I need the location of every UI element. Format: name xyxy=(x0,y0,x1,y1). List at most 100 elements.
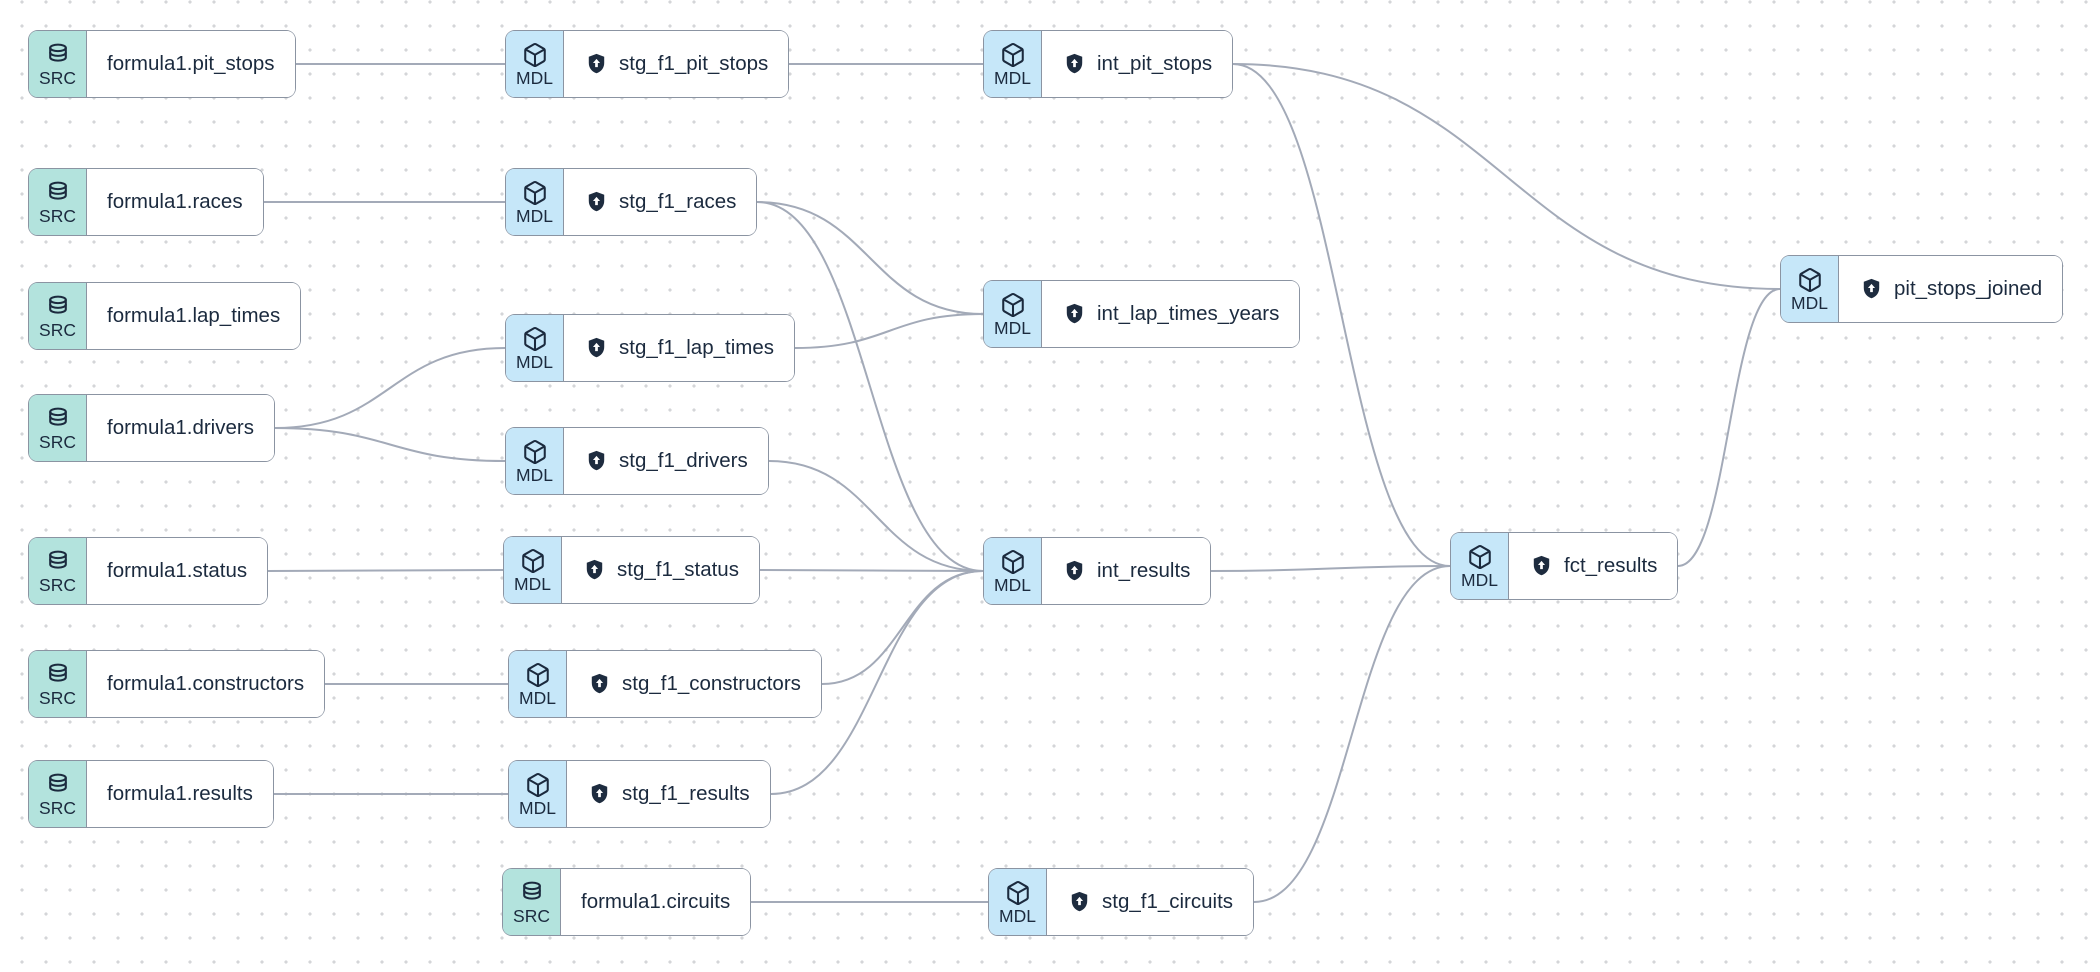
node-label: formula1.pit_stops xyxy=(107,52,275,75)
node-label: formula1.races xyxy=(107,190,243,213)
node-label: formula1.results xyxy=(107,782,253,805)
edge-src_drivers-to-stg_f1_lap_times xyxy=(274,347,506,429)
node-body: stg_f1_results xyxy=(567,761,770,827)
node-label: formula1.drivers xyxy=(107,416,254,439)
node-body: stg_f1_races xyxy=(564,169,757,235)
node-body: formula1.constructors xyxy=(87,651,325,717)
node-label: stg_f1_pit_stops xyxy=(619,52,769,75)
node-type-label: MDL xyxy=(516,351,553,372)
shield-icon xyxy=(1859,277,1884,302)
node-body: formula1.drivers xyxy=(87,395,274,461)
node-int_lap_times_years[interactable]: MDL int_lap_times_years xyxy=(983,280,1301,348)
node-fct_results[interactable]: MDL fct_results xyxy=(1450,532,1679,600)
database-icon xyxy=(45,549,71,575)
shield-icon xyxy=(587,782,612,807)
cube-icon xyxy=(1000,42,1026,68)
node-label: stg_f1_races xyxy=(619,190,737,213)
node-src_constructors[interactable]: SRC formula1.constructors xyxy=(28,650,326,718)
node-label: formula1.lap_times xyxy=(107,304,281,327)
node-type-badge: MDL xyxy=(509,761,567,827)
node-type-badge: MDL xyxy=(984,281,1042,347)
node-src_drivers[interactable]: SRC formula1.drivers xyxy=(28,394,275,462)
node-src_circuits[interactable]: SRC formula1.circuits xyxy=(502,868,752,936)
node-type-badge: SRC xyxy=(29,283,87,349)
database-icon xyxy=(45,180,71,206)
edge-src_status-to-stg_f1_status xyxy=(267,569,504,572)
node-src_races[interactable]: SRC formula1.races xyxy=(28,168,264,236)
node-type-label: SRC xyxy=(39,797,76,818)
node-body: fct_results xyxy=(1509,533,1678,599)
node-stg_f1_pit_stops[interactable]: MDL stg_f1_pit_stops xyxy=(505,30,790,98)
node-label: stg_f1_circuits xyxy=(1102,890,1234,913)
node-label: formula1.circuits xyxy=(581,890,731,913)
node-label: fct_results xyxy=(1564,554,1658,577)
node-label: stg_f1_lap_times xyxy=(619,336,774,359)
node-type-badge: SRC xyxy=(503,869,561,935)
node-stg_f1_status[interactable]: MDL stg_f1_status xyxy=(503,536,760,604)
node-int_pit_stops[interactable]: MDL int_pit_stops xyxy=(983,30,1234,98)
node-label: formula1.status xyxy=(107,559,248,582)
node-type-badge: SRC xyxy=(29,31,87,97)
node-type-label: SRC xyxy=(39,67,76,88)
node-type-badge: MDL xyxy=(506,428,564,494)
cube-icon xyxy=(522,180,548,206)
cube-icon xyxy=(1000,549,1026,575)
node-type-badge: SRC xyxy=(29,538,87,604)
node-body: stg_f1_circuits xyxy=(1047,869,1254,935)
shield-icon xyxy=(1062,559,1087,584)
node-label: stg_f1_drivers xyxy=(619,449,748,472)
node-type-badge: SRC xyxy=(29,761,87,827)
node-type-badge: MDL xyxy=(1781,256,1839,322)
node-src_status[interactable]: SRC formula1.status xyxy=(28,537,269,605)
node-stg_f1_races[interactable]: MDL stg_f1_races xyxy=(505,168,758,236)
node-label: stg_f1_results xyxy=(622,782,750,805)
node-type-badge: MDL xyxy=(506,315,564,381)
node-body: formula1.races xyxy=(87,169,263,235)
node-type-label: MDL xyxy=(994,574,1031,595)
node-body: stg_f1_lap_times xyxy=(564,315,794,381)
node-stg_f1_lap_times[interactable]: MDL stg_f1_lap_times xyxy=(505,314,795,382)
node-type-label: SRC xyxy=(39,431,76,452)
node-type-badge: SRC xyxy=(29,395,87,461)
node-src_results[interactable]: SRC formula1.results xyxy=(28,760,274,828)
node-type-label: MDL xyxy=(1461,569,1498,590)
node-stg_f1_drivers[interactable]: MDL stg_f1_drivers xyxy=(505,427,769,495)
node-type-badge: MDL xyxy=(504,537,562,603)
cube-icon xyxy=(525,662,551,688)
node-label: int_lap_times_years xyxy=(1097,302,1280,325)
node-type-label: SRC xyxy=(39,574,76,595)
node-src_pit_stops[interactable]: SRC formula1.pit_stops xyxy=(28,30,296,98)
node-body: int_pit_stops xyxy=(1042,31,1233,97)
node-body: pit_stops_joined xyxy=(1839,256,2063,322)
edge-stg_f1_drivers-to-int_results xyxy=(768,460,984,572)
edge-src_drivers-to-stg_f1_drivers xyxy=(274,427,506,462)
node-src_lap_times[interactable]: SRC formula1.lap_times xyxy=(28,282,302,350)
shield-icon xyxy=(1067,890,1092,915)
cube-icon xyxy=(522,439,548,465)
edge-stg_f1_races-to-int_results xyxy=(756,201,984,572)
cube-icon xyxy=(525,772,551,798)
node-type-badge: MDL xyxy=(506,169,564,235)
node-body: stg_f1_status xyxy=(562,537,759,603)
node-stg_f1_circuits[interactable]: MDL stg_f1_circuits xyxy=(988,868,1255,936)
node-type-label: SRC xyxy=(513,905,550,926)
shield-icon xyxy=(584,52,609,77)
node-label: int_pit_stops xyxy=(1097,52,1213,75)
node-stg_f1_constructors[interactable]: MDL stg_f1_constructors xyxy=(508,650,822,718)
node-type-label: MDL xyxy=(994,317,1031,338)
node-stg_f1_results[interactable]: MDL stg_f1_results xyxy=(508,760,771,828)
node-body: stg_f1_constructors xyxy=(567,651,821,717)
node-type-badge: MDL xyxy=(984,31,1042,97)
edge-stg_f1_races-to-int_lap_times_years xyxy=(756,201,984,315)
node-type-label: SRC xyxy=(39,205,76,226)
node-label: int_results xyxy=(1097,559,1191,582)
node-type-badge: MDL xyxy=(989,869,1047,935)
node-int_results[interactable]: MDL int_results xyxy=(983,537,1212,605)
node-pit_stops_joined[interactable]: MDL pit_stops_joined xyxy=(1780,255,2064,323)
cube-icon xyxy=(1467,544,1493,570)
node-type-label: MDL xyxy=(514,573,551,594)
shield-icon xyxy=(1062,302,1087,327)
node-body: stg_f1_drivers xyxy=(564,428,768,494)
node-type-label: SRC xyxy=(39,687,76,708)
